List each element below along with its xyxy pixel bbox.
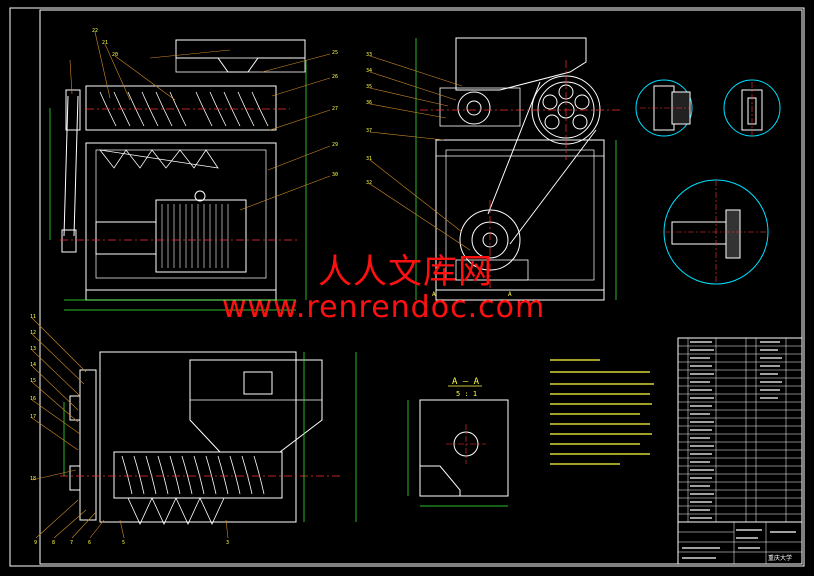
- plan-view: 11 12 13 14 15 16 17 18 9 8 7 6 5 3: [30, 314, 357, 546]
- svg-text:21: 21: [102, 40, 108, 46]
- svg-text:15: 15: [30, 378, 36, 384]
- svg-text:36: 36: [366, 100, 372, 106]
- svg-text:6: 6: [88, 540, 91, 546]
- svg-text:31: 31: [366, 156, 372, 162]
- svg-text:29: 29: [332, 142, 338, 148]
- detail-view-3: [663, 179, 769, 285]
- front-view: 22 21 20 25 26 27 29 30: [49, 28, 338, 311]
- side-view: 33 34 35 36 37 31 32 A A: [366, 37, 620, 301]
- section-scale: 5 : 1: [456, 390, 477, 398]
- front-screw-flights: [99, 91, 269, 127]
- plan-housing: [99, 351, 297, 523]
- svg-text:22: 22: [92, 28, 98, 34]
- svg-text:14: 14: [30, 362, 36, 368]
- svg-text:11: 11: [30, 314, 36, 320]
- front-upper-pulley: [65, 89, 81, 131]
- section-mark-right: A: [508, 291, 512, 298]
- svg-text:20: 20: [112, 52, 118, 58]
- svg-text:9: 9: [34, 540, 37, 546]
- svg-text:16: 16: [30, 396, 36, 402]
- detail-view-2: [723, 79, 781, 137]
- plan-hopper: [189, 359, 323, 453]
- section-mark-left: A: [432, 291, 436, 298]
- svg-text:17: 17: [30, 414, 36, 420]
- bill-of-materials: 重庆大学: [677, 337, 803, 565]
- svg-text:13: 13: [30, 346, 36, 352]
- svg-text:25: 25: [332, 50, 338, 56]
- front-motor: [155, 199, 247, 273]
- drawing-inner-frame: [39, 9, 803, 565]
- section-plate: [419, 399, 509, 497]
- detail-view-1: [635, 79, 693, 137]
- side-hopper: [455, 37, 587, 91]
- front-frame: [85, 142, 277, 291]
- section-title: A — A: [452, 377, 480, 387]
- technical-notes: [550, 359, 654, 465]
- svg-text:12: 12: [30, 330, 36, 336]
- svg-text:35: 35: [366, 84, 372, 90]
- svg-text:27: 27: [332, 106, 338, 112]
- svg-text:8: 8: [52, 540, 55, 546]
- svg-text:37: 37: [366, 128, 372, 134]
- svg-text:18: 18: [30, 476, 36, 482]
- drawing-outer-frame: [9, 7, 805, 567]
- front-hopper: [175, 39, 306, 73]
- title-block-company: 重庆大学: [768, 554, 792, 562]
- svg-text:7: 7: [70, 540, 73, 546]
- svg-text:3: 3: [226, 540, 229, 546]
- svg-text:33: 33: [366, 52, 372, 58]
- svg-text:26: 26: [332, 74, 338, 80]
- svg-text:30: 30: [332, 172, 338, 178]
- watermark-chinese: 人人文库网: [318, 252, 493, 292]
- svg-text:5: 5: [122, 540, 125, 546]
- svg-text:32: 32: [366, 180, 372, 186]
- section-a-a: A — A 5 : 1: [407, 377, 509, 507]
- side-feed-roller: [457, 91, 491, 125]
- svg-text:34: 34: [366, 68, 372, 74]
- watermark-url: www.renrendoc.com: [222, 290, 546, 325]
- front-screw-housing: [85, 85, 277, 131]
